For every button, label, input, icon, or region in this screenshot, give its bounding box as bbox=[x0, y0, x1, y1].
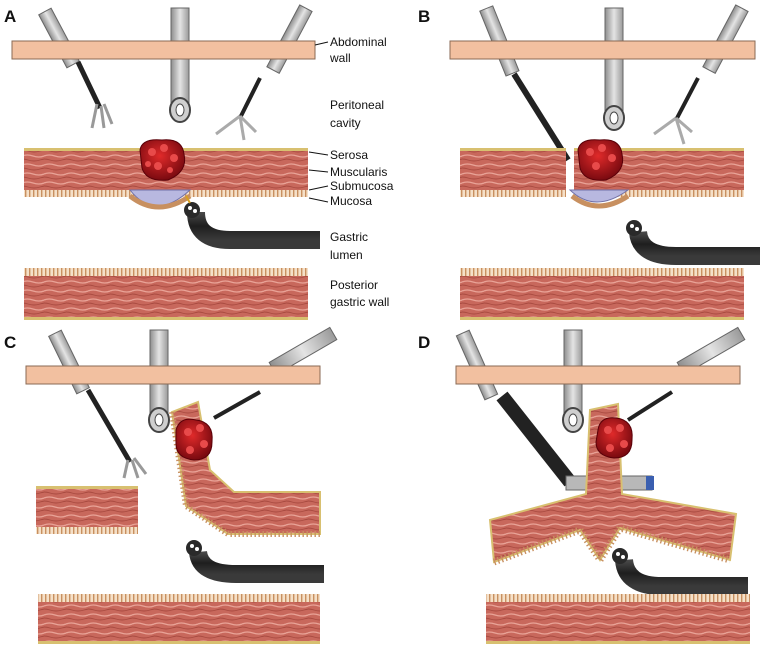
panel-c: C bbox=[4, 326, 338, 644]
label-peritoneal-cavity: Peritoneal bbox=[330, 98, 384, 112]
grasper-right bbox=[215, 4, 313, 141]
grasper-left-c bbox=[48, 329, 148, 479]
camera-port bbox=[169, 7, 191, 123]
abdominal-wall bbox=[11, 40, 316, 60]
abdominal-wall-d bbox=[455, 365, 741, 385]
label-submucosa: Submucosa bbox=[330, 179, 394, 193]
endoscope bbox=[184, 195, 320, 249]
panel-b: B bbox=[418, 4, 760, 320]
posterior-gastric-wall-d bbox=[486, 594, 750, 644]
dissector-left bbox=[479, 5, 571, 162]
camera-port-b bbox=[603, 7, 625, 131]
tumor bbox=[139, 139, 186, 181]
grasper-right-b bbox=[653, 4, 749, 145]
panel-letter-d: D bbox=[418, 333, 430, 352]
tented-wall-d bbox=[488, 402, 738, 567]
panel-a: A bbox=[4, 4, 394, 320]
posterior-gastric-wall-b bbox=[460, 268, 744, 320]
label-serosa: Serosa bbox=[330, 148, 368, 162]
label-abdominal-wall: Abdominal bbox=[330, 35, 387, 49]
tumor-b bbox=[577, 139, 624, 181]
grasper-left bbox=[38, 7, 114, 129]
panel-letter-a: A bbox=[4, 7, 16, 26]
svg-text:cavity: cavity bbox=[330, 116, 361, 130]
stapler bbox=[455, 329, 654, 491]
svg-text:gastric wall: gastric wall bbox=[330, 295, 389, 309]
layer-labels: Abdominal wall Peritoneal cavity Serosa … bbox=[308, 35, 394, 309]
endoscope-c bbox=[186, 540, 324, 583]
svg-text:wall: wall bbox=[329, 51, 351, 65]
label-muscularis: Muscularis bbox=[330, 165, 387, 179]
endoscope-d bbox=[612, 548, 748, 595]
posterior-gastric-wall-c bbox=[38, 594, 320, 644]
label-mucosa: Mucosa bbox=[330, 194, 372, 208]
svg-text:lumen: lumen bbox=[330, 248, 363, 262]
label-gastric-lumen: Gastric bbox=[330, 230, 368, 244]
label-posterior-gastric-wall: Posterior bbox=[330, 278, 378, 292]
posterior-gastric-wall bbox=[24, 268, 308, 320]
resected-wall-piece bbox=[36, 486, 138, 534]
tumor-d bbox=[595, 417, 633, 459]
panel-letter-c: C bbox=[4, 333, 16, 352]
abdominal-wall-b bbox=[449, 40, 756, 60]
abdominal-wall-c bbox=[25, 365, 321, 385]
panel-letter-b: B bbox=[418, 7, 430, 26]
panel-d: D bbox=[418, 326, 750, 644]
tumor-c bbox=[175, 418, 213, 461]
endoscope-b bbox=[626, 220, 760, 265]
